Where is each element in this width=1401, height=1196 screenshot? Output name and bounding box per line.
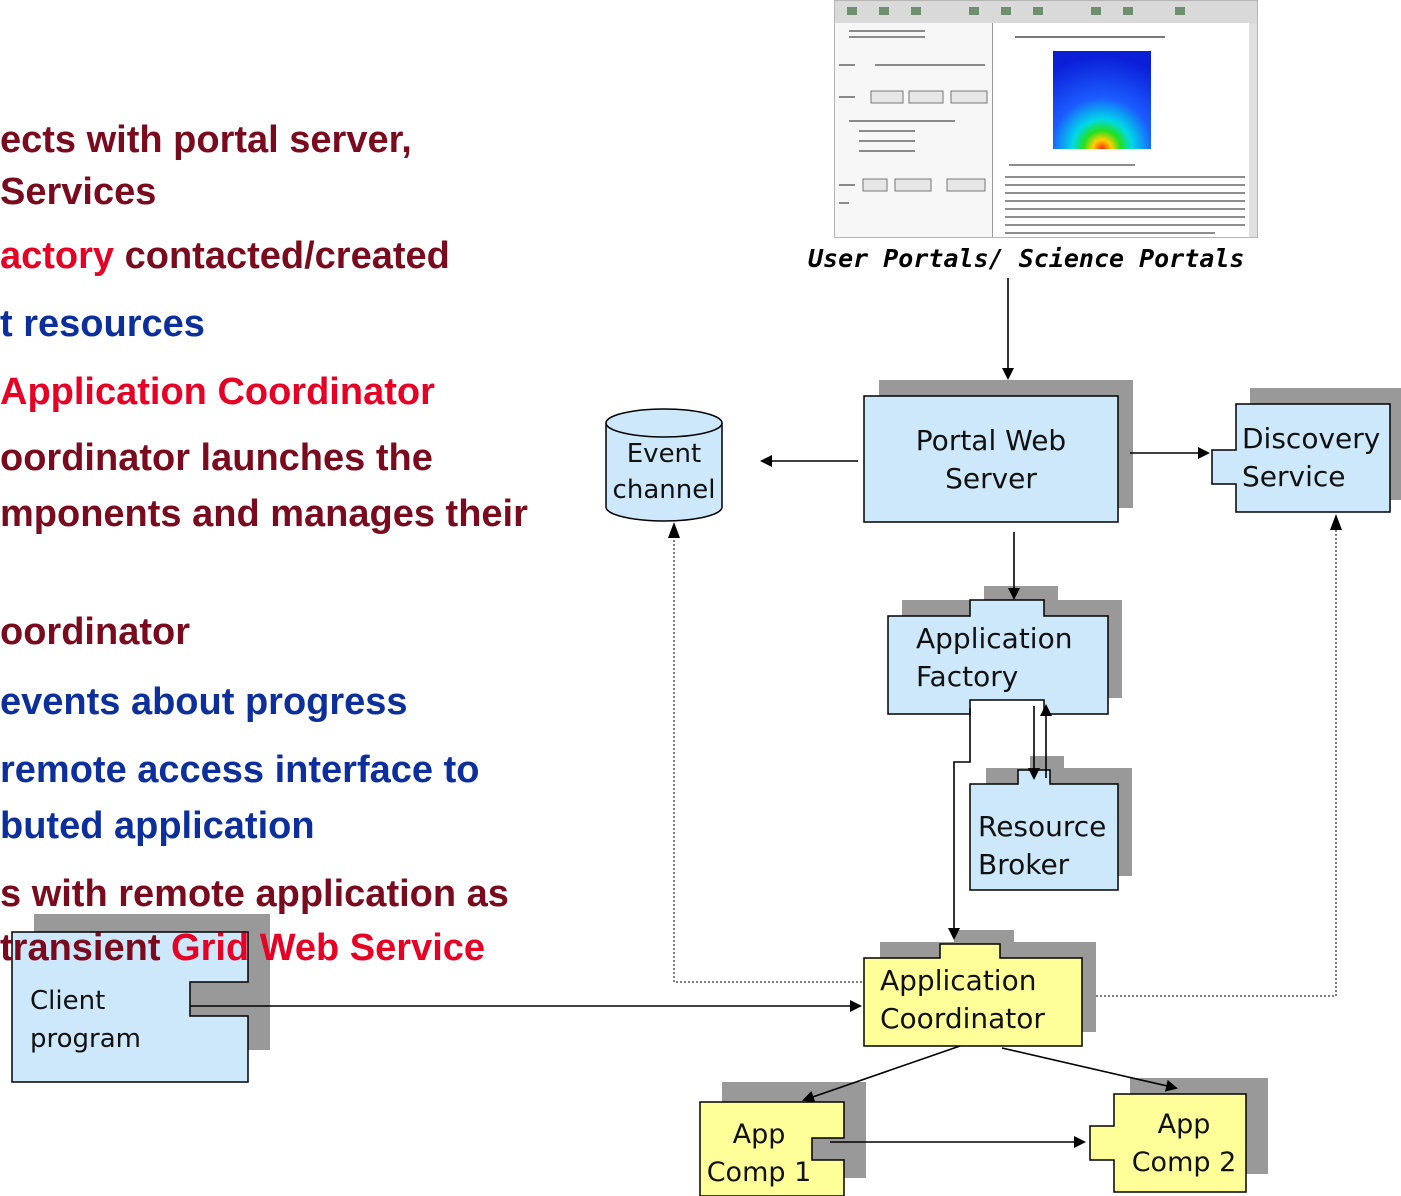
application-coordinator-label: Application Coordinator [880, 964, 1045, 1035]
client-program-node [11, 914, 270, 1083]
arrow-coordinator-to-comp1 [802, 1045, 961, 1103]
client-program-label: Client program [30, 986, 141, 1054]
application-coordinator-node [863, 930, 1096, 1047]
bullet-text-segment: actory [0, 235, 115, 277]
application-factory-label: Application Factory [916, 622, 1073, 693]
bullet-line: ects with portal server, [0, 120, 412, 160]
portal-web-server-node [863, 380, 1133, 523]
bullet-line: events about progress [0, 682, 408, 722]
arrow-coordinator-to-comp2 [1001, 1047, 1178, 1092]
app-comp-2-label: App Comp 2 [1131, 1109, 1237, 1178]
bullet-line: remote access interface to [0, 750, 479, 790]
bullet-line: s with remote application as [0, 874, 509, 914]
bullet-text-segment: s with remote application as [0, 873, 509, 915]
resource-broker-label: Resource Broker [978, 810, 1107, 881]
bullet-text-segment: Services [0, 171, 157, 213]
app-comp-2-node [1089, 1078, 1268, 1193]
bullet-text-segment: Grid Web Service [171, 927, 486, 969]
dotted-coordinator-to-event [673, 532, 862, 983]
discovery-service-node [1211, 388, 1401, 513]
bullet-line: Application Coordinator [0, 372, 435, 412]
bullet-text-segment: transient [0, 927, 172, 969]
bullet-line: oordinator [0, 612, 190, 652]
bullet-text-segment: ects with portal server, [0, 119, 412, 161]
app-comp-1-node [699, 1082, 866, 1196]
bullet-line: oordinator launches the [0, 438, 433, 478]
event-channel-label: Event channel [612, 439, 716, 505]
bullet-line: Services [0, 172, 156, 212]
bullet-line: t resources [0, 304, 205, 344]
portal-screenshot-image [834, 0, 1258, 238]
portal-screenshot-graphic [835, 1, 1257, 237]
bullet-text-segment: oordinator [0, 611, 190, 653]
bullet-line: buted application [0, 806, 315, 846]
app-comp-1-label: App Comp 1 [706, 1119, 812, 1188]
bullet-text-segment: remote access interface to [0, 749, 480, 791]
bullet-text-segment: buted application [0, 805, 315, 847]
bullet-text-segment: contacted/created [114, 235, 450, 277]
resource-broker-node [969, 756, 1132, 891]
bullet-text-segment: t resources [0, 303, 205, 345]
discovery-service-label: Discovery Service [1242, 422, 1381, 493]
dotted-coordinator-to-discovery [1096, 530, 1337, 997]
arrow-factory-to-coordinator [948, 708, 971, 940]
bullet-text-segment: events about progress [0, 681, 408, 723]
bullet-line: mponents and manages their [0, 494, 528, 534]
portal-web-server-label: Portal Web Server [915, 424, 1067, 495]
bullet-text-segment: oordinator launches the [0, 437, 433, 479]
bullet-text-segment: mponents and manages their [0, 493, 528, 535]
bullet-line: transient Grid Web Service [0, 928, 485, 968]
event-channel-node [605, 408, 723, 522]
portals-caption: User Portals/ Science Portals [808, 244, 1245, 273]
bullet-line: actory contacted/created [0, 236, 450, 276]
bullet-text-segment: Application Coordinator [0, 371, 435, 413]
